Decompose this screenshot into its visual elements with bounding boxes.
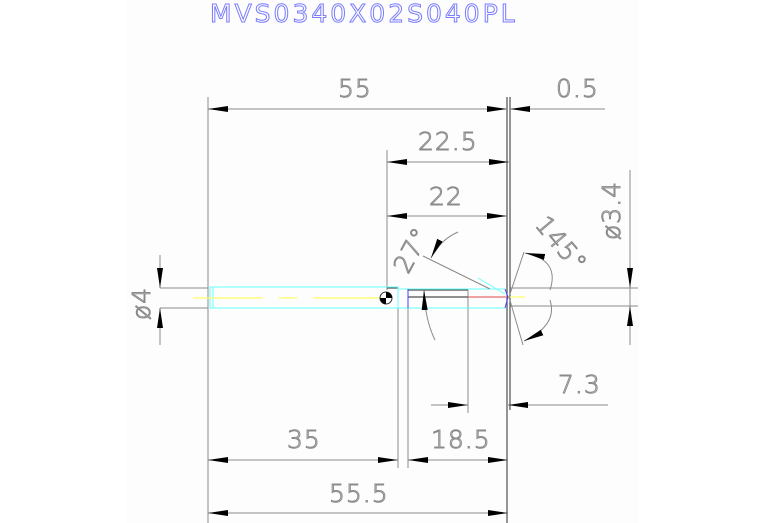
dimension-lines bbox=[157, 106, 633, 516]
drawing-title: MVS0340X02S040PL bbox=[210, 0, 518, 28]
dim-55-5: 55.5 bbox=[329, 479, 389, 508]
dim-diameter-4: ø4 bbox=[127, 287, 156, 320]
dim-22-5: 22.5 bbox=[418, 127, 478, 156]
dim-55: 55 bbox=[338, 74, 372, 103]
dim-18-5: 18.5 bbox=[431, 425, 491, 454]
dim-angle-145: 145° bbox=[529, 210, 592, 278]
dim-35: 35 bbox=[287, 425, 321, 454]
dim-diameter-3-4: ø3.4 bbox=[597, 181, 626, 240]
tip-chamfer bbox=[407, 288, 509, 309]
dim-angle-27: 27° bbox=[388, 222, 436, 277]
extension-lines bbox=[160, 97, 638, 523]
datum-marker-icon bbox=[379, 291, 393, 305]
drawing-sheet bbox=[127, 0, 639, 523]
dim-22: 22 bbox=[429, 182, 463, 211]
tool-body bbox=[209, 277, 506, 309]
dim-7-3: 7.3 bbox=[558, 370, 601, 399]
part-outline bbox=[387, 97, 511, 523]
dim-0-5: 0.5 bbox=[556, 74, 599, 103]
